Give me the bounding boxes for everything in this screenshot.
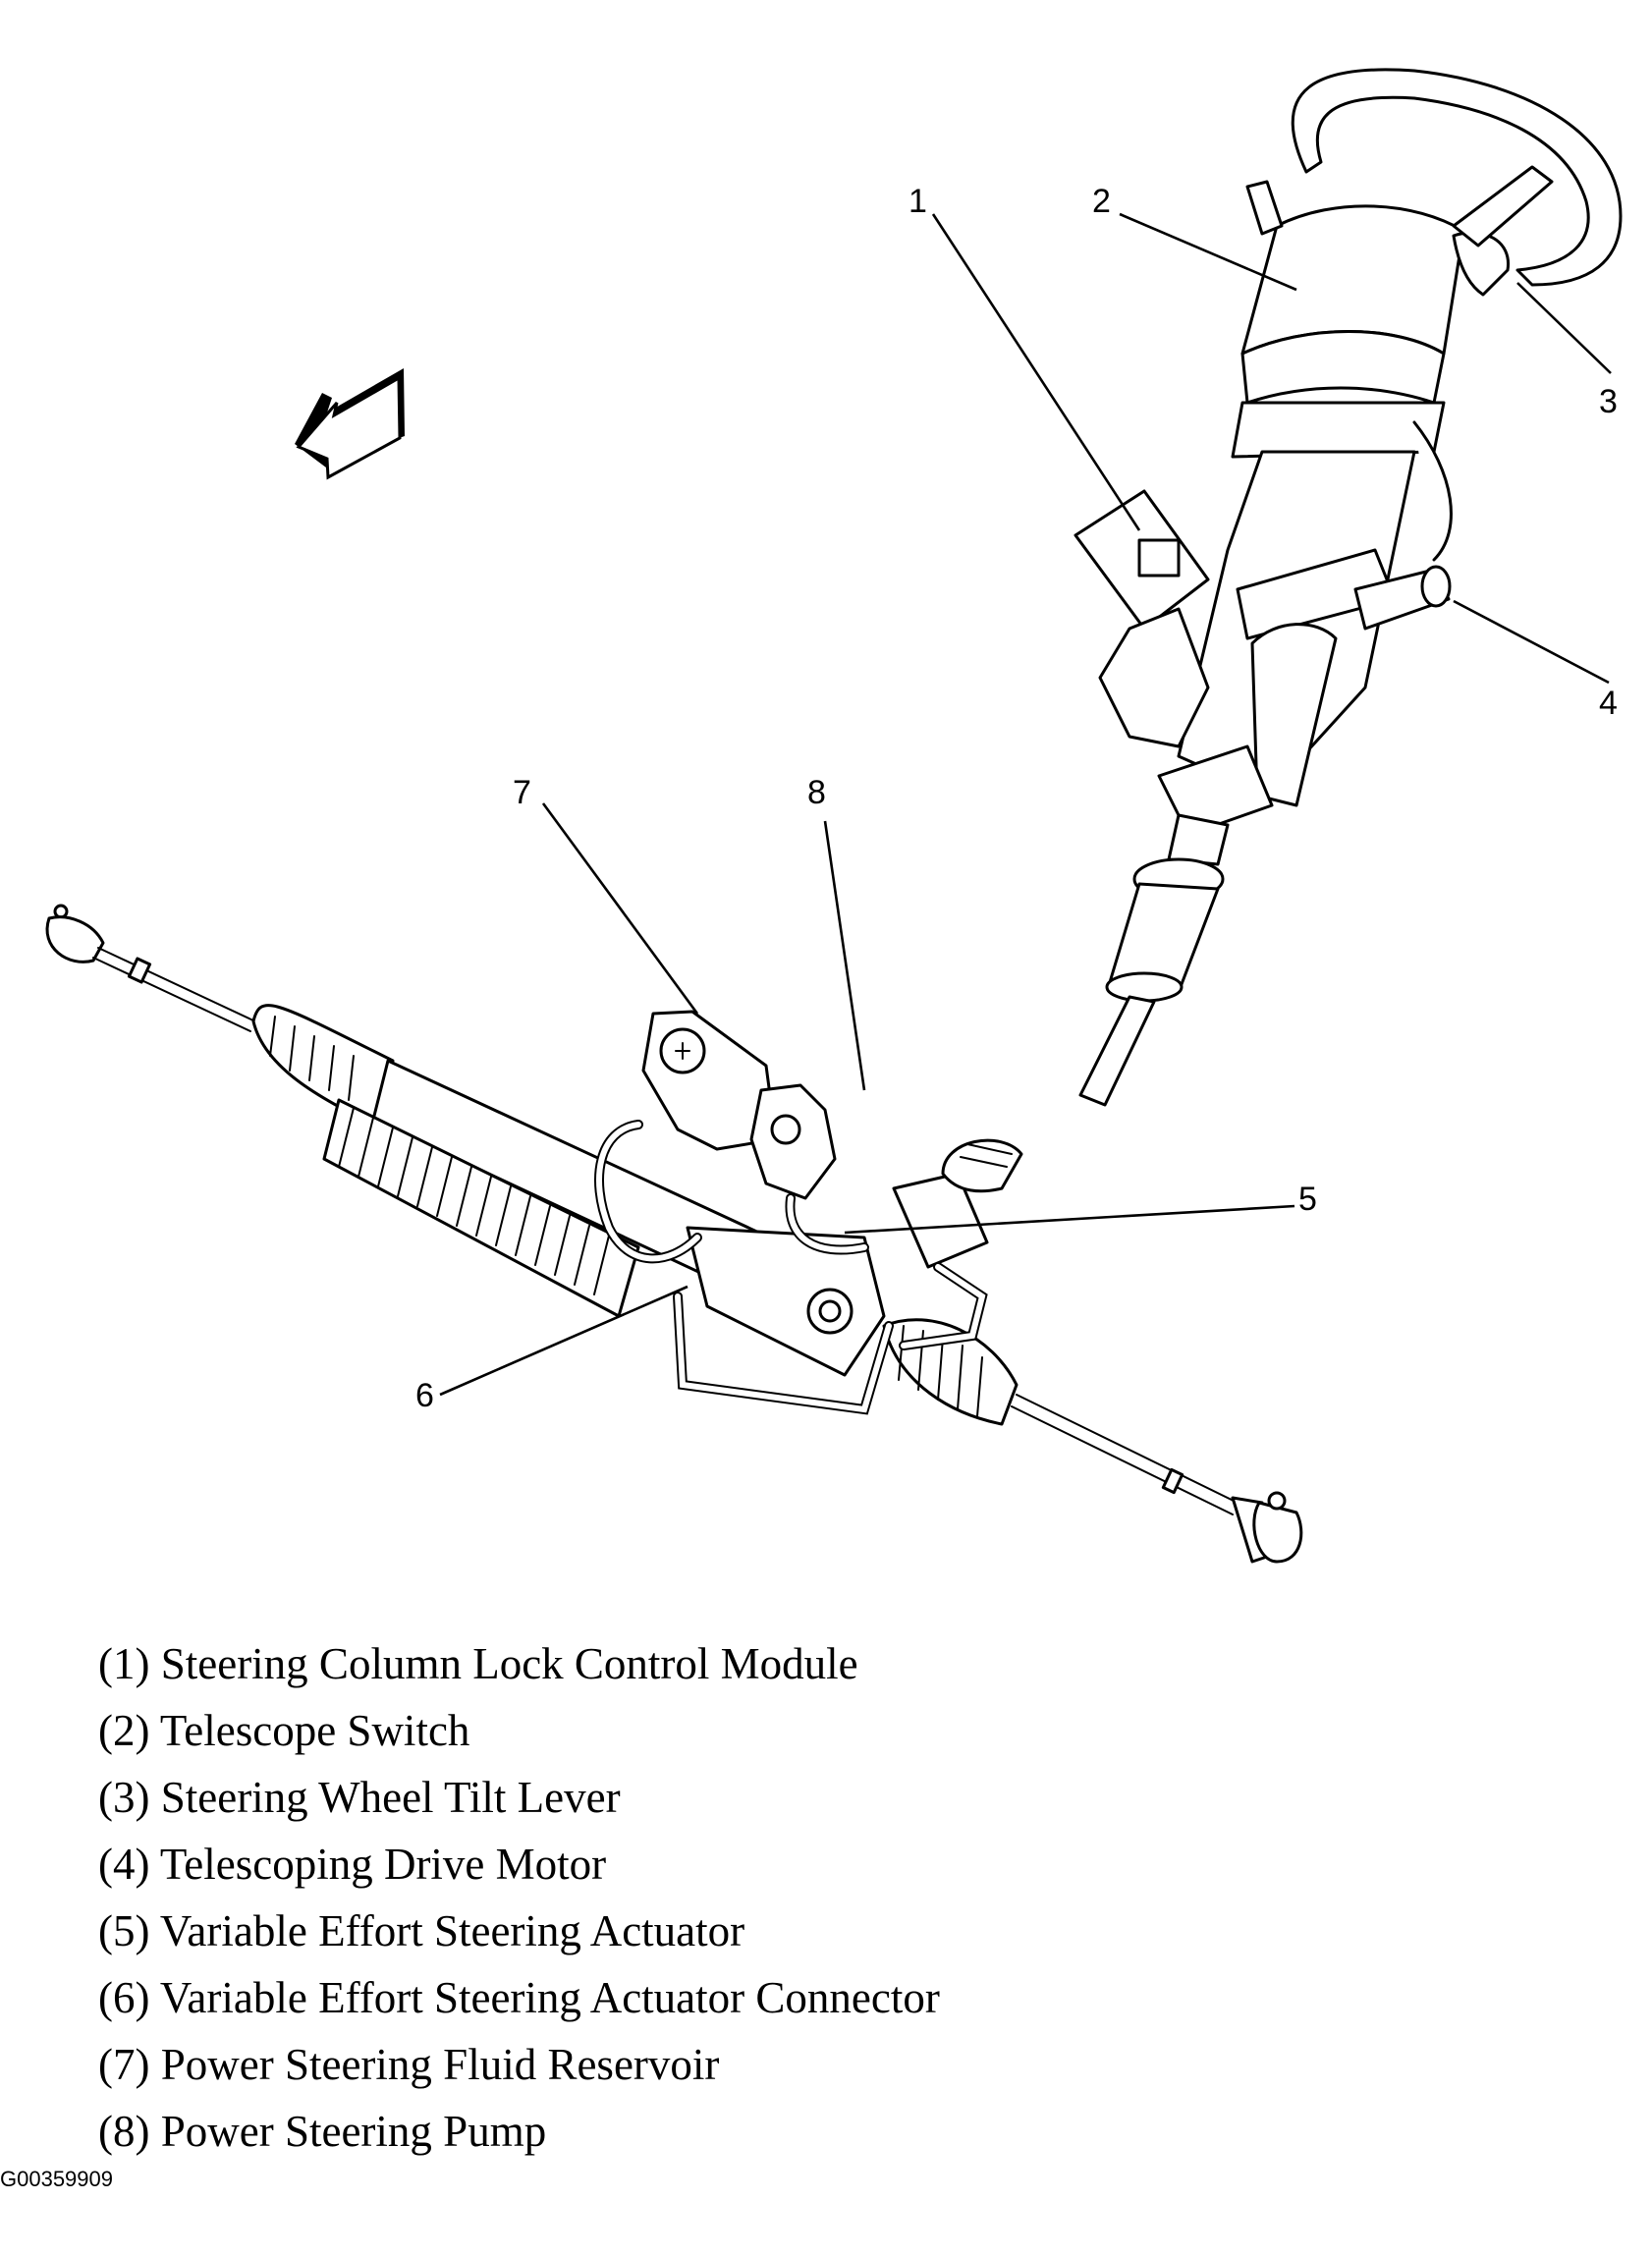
- legend-item: (4) Telescoping Drive Motor: [98, 1840, 607, 1889]
- legend-item: (3) Steering Wheel Tilt Lever: [98, 1773, 621, 1822]
- leader-line-4: [1453, 599, 1610, 685]
- legend-item: (1) Steering Column Lock Control Module: [98, 1639, 858, 1688]
- legend-item: (6) Variable Effort Steering Actuator Co…: [98, 1973, 940, 2022]
- steering-gear-rack: [45, 904, 1303, 1564]
- variable-effort-actuator: [892, 1138, 1023, 1269]
- component-legend: (1) Steering Column Lock Control Module …: [98, 1630, 940, 2165]
- fluid-reservoir: [641, 1010, 778, 1151]
- leader-line-7: [541, 802, 699, 1015]
- callout-4: 4: [1599, 685, 1618, 722]
- front-arrow-icon: [295, 368, 405, 480]
- leader-line-8: [823, 820, 866, 1091]
- intermediate-shaft: [1078, 813, 1230, 1107]
- leader-line-6: [439, 1285, 688, 1397]
- steering-column: [1157, 401, 1446, 837]
- callout-5: 5: [1298, 1181, 1317, 1218]
- callout-6: 6: [415, 1377, 434, 1414]
- power-steering-hoses: [594, 1120, 988, 1415]
- legend-item: (5) Variable Effort Steering Actuator: [98, 1906, 745, 1955]
- legend-item: (8) Power Steering Pump: [98, 2107, 547, 2156]
- leader-line-5: [844, 1204, 1295, 1235]
- callout-numbers: 1 2 3 4 5 6 7 8: [415, 183, 1618, 1414]
- telescoping-drive-motor: [1353, 420, 1453, 631]
- callout-7: 7: [513, 774, 531, 811]
- power-steering-pump: [749, 1083, 837, 1200]
- lock-control-module: [1074, 489, 1210, 748]
- leader-line-3: [1516, 282, 1612, 374]
- component-diagram: 1 2 3 4 5 6 7 8: [45, 68, 1623, 1564]
- leader-lines: [439, 212, 1612, 1397]
- callout-3: 3: [1599, 383, 1618, 420]
- callout-8: 8: [807, 774, 826, 811]
- callout-1: 1: [909, 183, 927, 220]
- leader-line-1: [931, 213, 1141, 531]
- legend-item: (7) Power Steering Fluid Reservoir: [98, 2040, 720, 2089]
- legend-item: (2) Telescope Switch: [98, 1706, 470, 1755]
- leader-line-2: [1119, 212, 1297, 292]
- figure-id: G00359909: [0, 2167, 113, 2191]
- column-shroud: [1240, 165, 1554, 405]
- steering-wheel: [1291, 68, 1623, 287]
- callout-2: 2: [1092, 183, 1111, 220]
